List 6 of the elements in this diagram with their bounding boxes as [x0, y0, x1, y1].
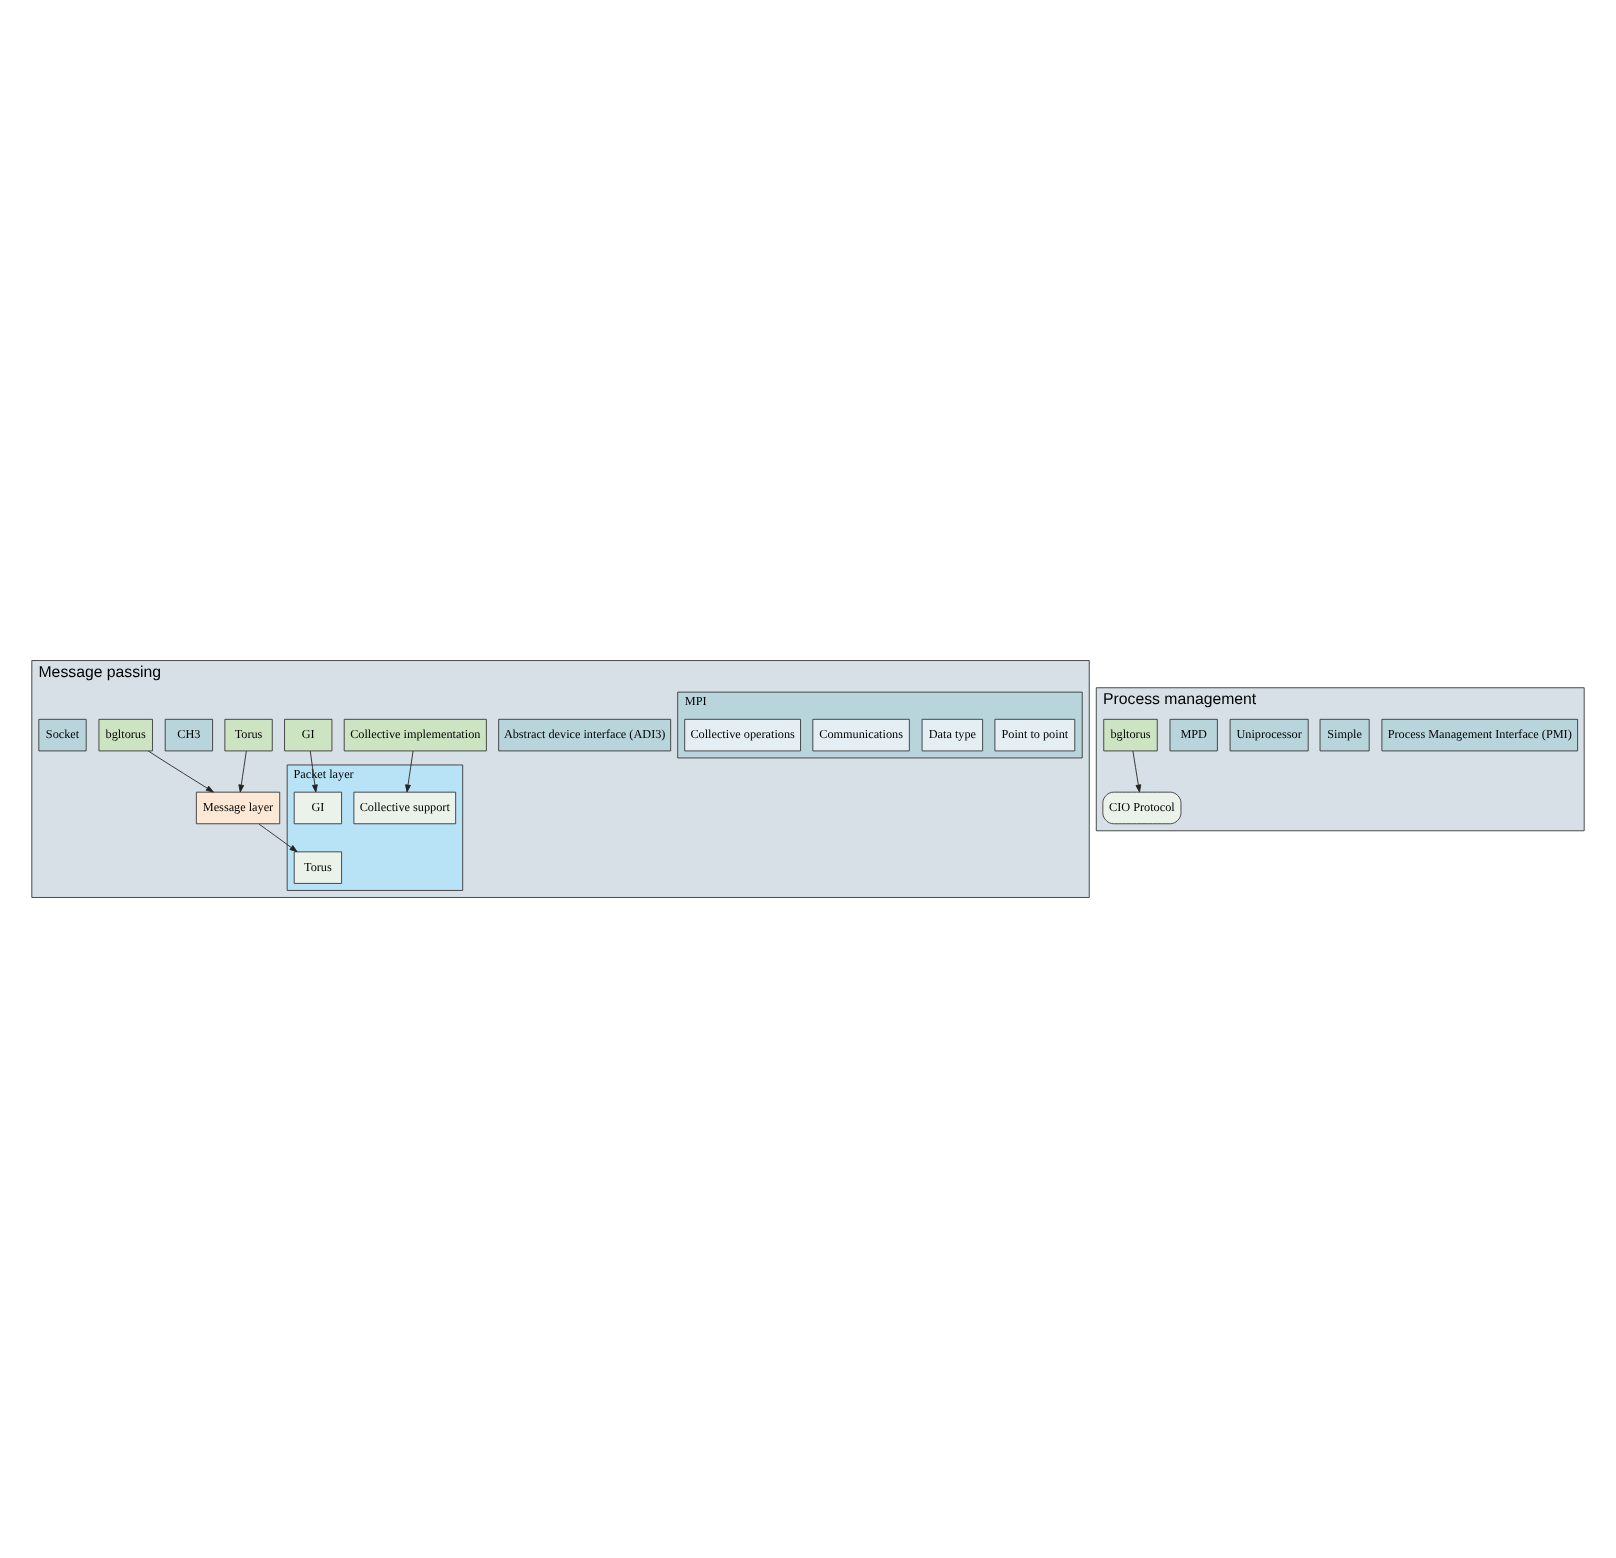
arrow [309, 750, 318, 793]
arrow [147, 750, 214, 793]
arrow [258, 823, 298, 853]
arrow [405, 750, 414, 793]
arrow [1132, 750, 1142, 793]
arrow [238, 750, 247, 793]
